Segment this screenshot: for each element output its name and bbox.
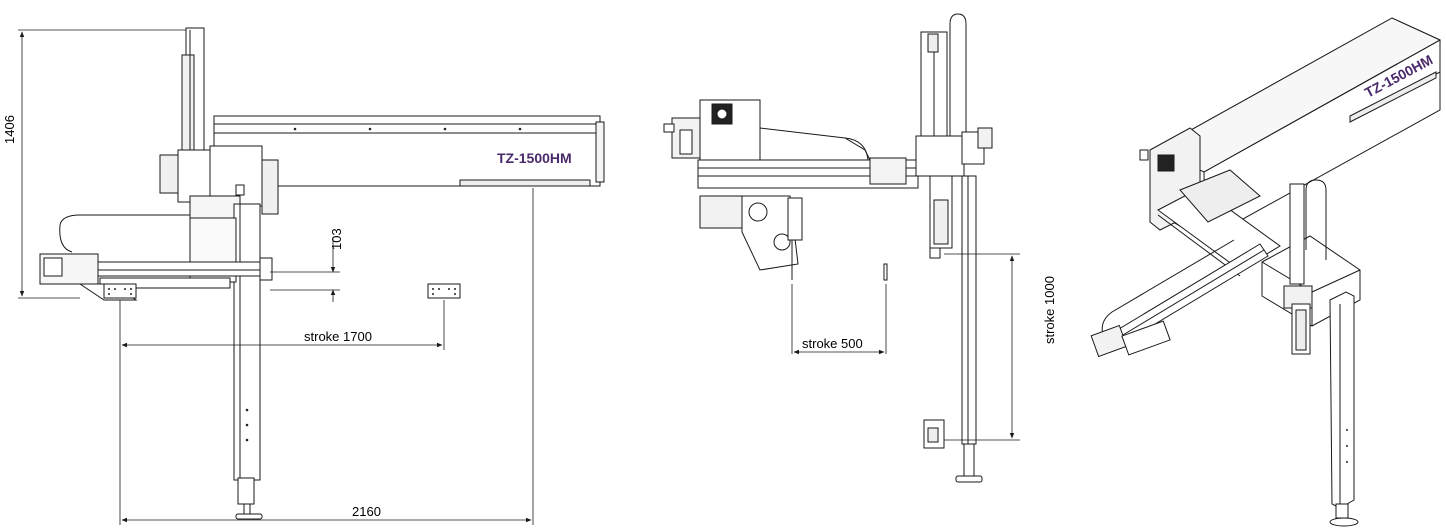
offset-dimension: 103 — [270, 228, 344, 302]
stroke-500-dimension: stroke 500 — [793, 336, 885, 355]
stroke-500-label: stroke 500 — [802, 336, 863, 351]
height-dimension: 1406 — [2, 29, 200, 299]
isometric-view: TZ-1500HM — [1090, 17, 1442, 527]
vertical-arm — [233, 203, 263, 520]
front-view: 1406 TZ-1500HM — [2, 27, 605, 525]
overall-dimension: 2160 — [121, 188, 534, 525]
stroke-1000-dimension: stroke 1000 — [944, 253, 1057, 441]
stroke-1700-label: stroke 1700 — [304, 329, 372, 344]
overall-dim-label: 2160 — [352, 504, 381, 519]
offset-dim-label: 103 — [329, 228, 344, 250]
stroke-1700-dimension: stroke 1700 — [119, 300, 445, 525]
gripper-plate-left — [103, 283, 137, 299]
stroke-1000-label: stroke 1000 — [1042, 276, 1057, 344]
main-beam: TZ-1500HM — [213, 115, 605, 187]
front-model-label: TZ-1500HM — [497, 150, 572, 166]
gripper-plate-right — [427, 283, 461, 299]
side-view: stroke 500 stroke 1000 — [663, 13, 1057, 483]
height-dim-label: 1406 — [2, 115, 17, 144]
